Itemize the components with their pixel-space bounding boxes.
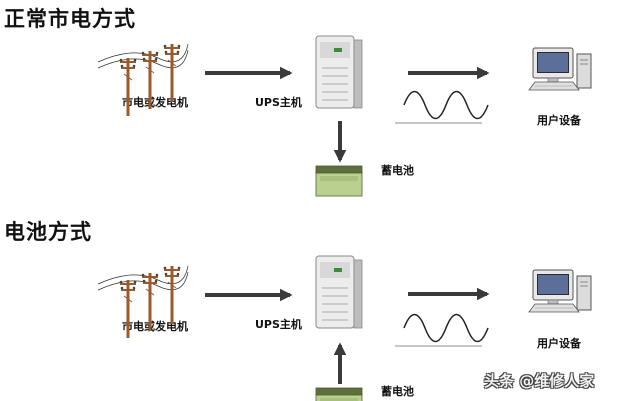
- power-tower-icon: [98, 266, 188, 338]
- computer-icon: [528, 269, 592, 313]
- ups-icon: [315, 35, 363, 109]
- sine-wave-icon: [403, 90, 489, 120]
- sine-wave-icon: [403, 313, 489, 343]
- device-label: 用户设备: [537, 114, 581, 127]
- ups-icon: [315, 255, 363, 329]
- ups-label: UPS主机: [255, 318, 302, 331]
- watermark: 头条 @维修人家: [484, 372, 595, 390]
- battery-label: 蓄电池: [381, 164, 414, 177]
- section-title-normal: 正常市电方式: [4, 6, 136, 31]
- battery-icon: [315, 165, 363, 197]
- battery-icon: [315, 387, 363, 401]
- computer-icon: [528, 47, 592, 91]
- device-label: 用户设备: [537, 337, 581, 350]
- section-title-battery: 电池方式: [4, 219, 92, 244]
- power-tower-icon: [98, 44, 188, 116]
- battery-label: 蓄电池: [381, 385, 414, 398]
- ups-label: UPS主机: [255, 96, 302, 109]
